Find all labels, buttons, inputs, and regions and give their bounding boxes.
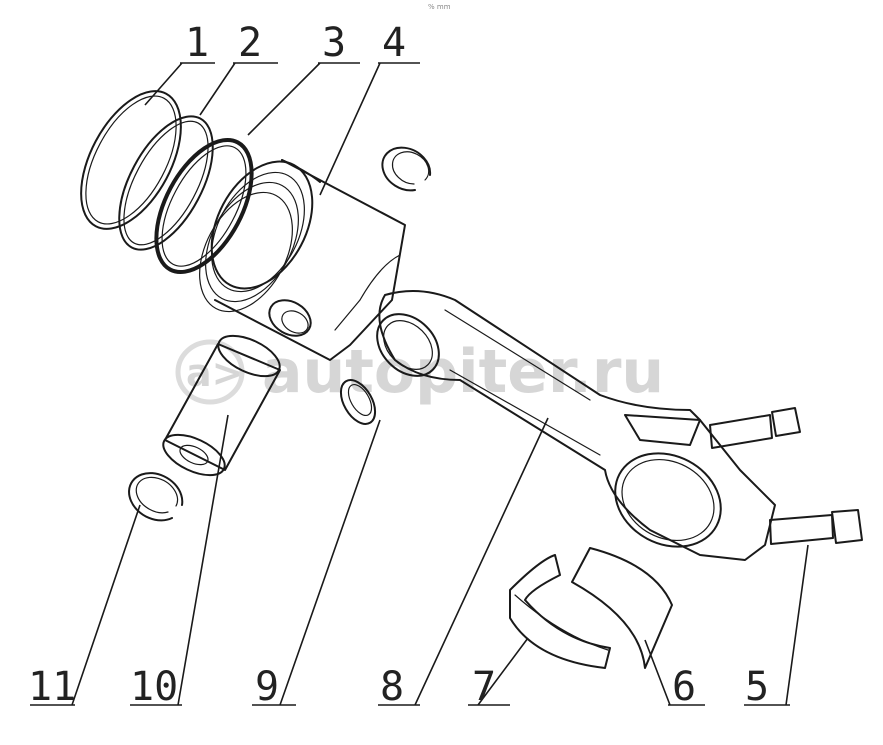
piston-ring-1 <box>80 90 182 230</box>
callout-11: 11 <box>28 664 76 710</box>
callout-6: 6 <box>672 664 696 710</box>
lower-bearing-shell <box>509 554 611 669</box>
callout-1: 1 <box>185 20 209 66</box>
connecting-rod-bolts <box>709 407 863 545</box>
callout-3: 3 <box>322 20 346 66</box>
callout-5: 5 <box>745 664 769 710</box>
connecting-rod <box>376 290 776 561</box>
upper-circlip <box>381 146 432 192</box>
watermark: a> autopiter.ru <box>175 337 664 407</box>
piston-pin <box>162 334 281 477</box>
callout-7: 7 <box>472 664 496 710</box>
callout-10: 10 <box>130 664 178 710</box>
callout-4: 4 <box>382 20 406 66</box>
callout-9: 9 <box>255 664 279 710</box>
leader-lines <box>30 62 809 706</box>
callout-numbers: 1 2 3 4 5 6 7 8 9 10 11 <box>28 20 769 710</box>
lower-circlip <box>128 472 184 522</box>
small-end-bushing <box>339 379 377 425</box>
watermark-logo-text: a> <box>186 351 243 395</box>
piston-ring-2 <box>118 115 214 251</box>
callout-8: 8 <box>380 664 404 710</box>
piston-ring-3 <box>154 137 254 275</box>
upper-bearing-shell <box>571 547 673 669</box>
callout-2: 2 <box>238 20 262 66</box>
header-mark: % mm <box>428 3 451 11</box>
watermark-logo-icon <box>175 339 245 405</box>
watermark-text: autopiter.ru <box>262 337 664 407</box>
piston <box>199 159 406 361</box>
